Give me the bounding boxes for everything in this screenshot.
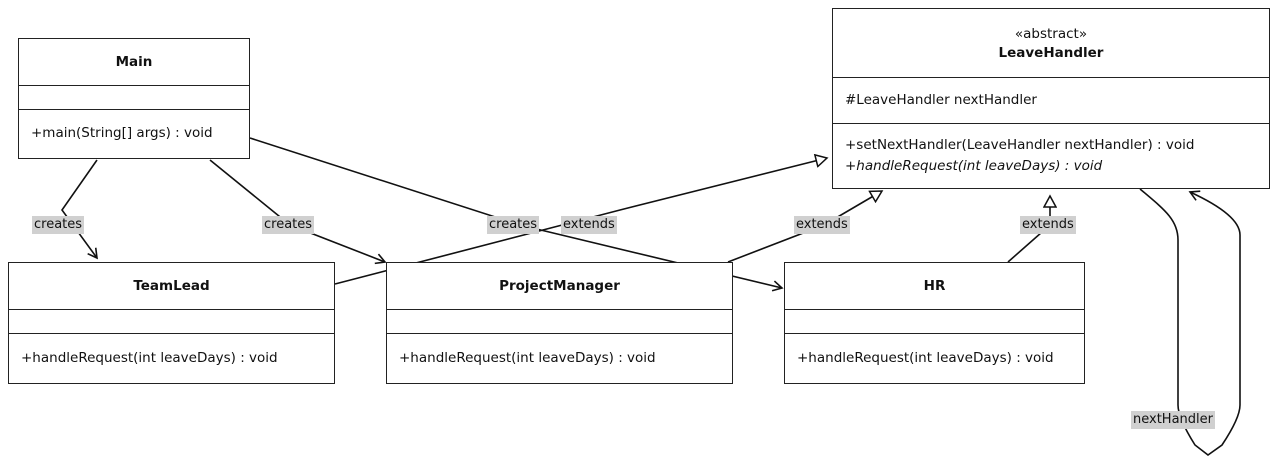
method: +main(String[] args) : void: [31, 125, 213, 141]
class-header: HR: [785, 263, 1084, 310]
method: +setNextHandler(LeaveHandler nextHandler…: [845, 137, 1195, 153]
methods-section: +setNextHandler(LeaveHandler nextHandler…: [833, 124, 1269, 188]
class-header: «abstract» LeaveHandler: [833, 9, 1269, 78]
label-extends-hr: extends: [1020, 216, 1076, 234]
label-extends-teamlead: extends: [561, 216, 617, 234]
class-teamlead[interactable]: TeamLead +handleRequest(int leaveDays) :…: [8, 262, 335, 384]
method: +handleRequest(int leaveDays) : void: [399, 349, 656, 366]
label-creates-teamlead: creates: [32, 216, 85, 234]
attributes-section: [785, 310, 1084, 334]
abstract-method: +handleRequest(int leaveDays) : void: [845, 158, 1103, 174]
class-name: Main: [115, 54, 153, 70]
class-leavehandler[interactable]: «abstract» LeaveHandler #LeaveHandler ne…: [832, 8, 1270, 189]
class-name: HR: [923, 278, 946, 294]
methods-section: +handleRequest(int leaveDays) : void: [387, 334, 732, 382]
method: +handleRequest(int leaveDays) : void: [21, 349, 278, 366]
attributes-section: [387, 310, 732, 334]
class-main[interactable]: Main +main(String[] args) : void: [18, 38, 250, 159]
method: +handleRequest(int leaveDays) : void: [797, 349, 1054, 366]
label-extends-projectmanager: extends: [794, 216, 850, 234]
class-name: LeaveHandler: [998, 44, 1104, 61]
attributes-section: #LeaveHandler nextHandler: [833, 78, 1269, 124]
attribute: #LeaveHandler nextHandler: [845, 92, 1037, 108]
class-hr[interactable]: HR +handleRequest(int leaveDays) : void: [784, 262, 1085, 384]
edge-teamlead-leavehandler: [334, 158, 827, 285]
methods-section: +main(String[] args) : void: [19, 110, 249, 157]
methods-section: +handleRequest(int leaveDays) : void: [785, 334, 1084, 382]
edge-main-teamlead: [61, 159, 98, 260]
label-creates-hr: creates: [487, 216, 540, 234]
class-projectmanager[interactable]: ProjectManager +handleRequest(int leaveD…: [386, 262, 733, 384]
label-creates-projectmanager: creates: [262, 216, 315, 234]
edge-main-projectmanager: [209, 159, 387, 265]
class-name: TeamLead: [133, 278, 210, 294]
attributes-section: [9, 310, 334, 334]
methods-section: +handleRequest(int leaveDays) : void: [9, 334, 334, 382]
class-name: ProjectManager: [499, 278, 620, 294]
class-header: ProjectManager: [387, 263, 732, 310]
class-header: TeamLead: [9, 263, 334, 310]
attributes-section: [19, 86, 249, 110]
label-nexthandler: nextHandler: [1131, 411, 1215, 429]
stereotype: «abstract»: [1014, 25, 1088, 42]
edge-leavehandler-self: [1139, 188, 1241, 456]
class-header: Main: [19, 39, 249, 86]
